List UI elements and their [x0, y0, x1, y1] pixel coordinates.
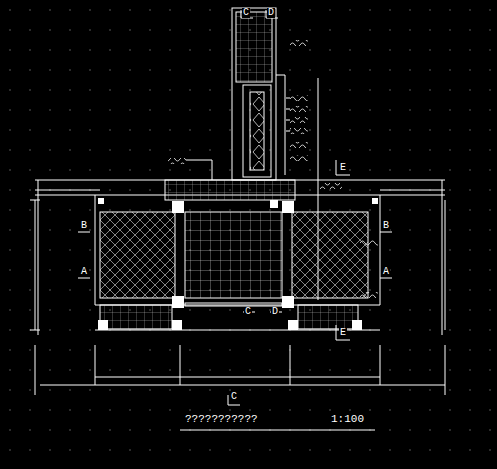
section-marker: C: [230, 392, 238, 402]
section-marker: E: [339, 163, 347, 173]
drawing-title: ???????????: [184, 414, 259, 425]
section-marker: D: [271, 307, 279, 317]
section-marker: C: [242, 8, 250, 18]
section-marker: A: [80, 267, 88, 277]
section-marker: E: [339, 328, 347, 338]
section-marker: D: [267, 8, 275, 18]
scale-label: 1:100: [330, 414, 365, 425]
section-marker: B: [80, 221, 88, 231]
section-marker: A: [382, 267, 390, 277]
section-marker: B: [382, 221, 390, 231]
section-marker: C: [244, 307, 252, 317]
